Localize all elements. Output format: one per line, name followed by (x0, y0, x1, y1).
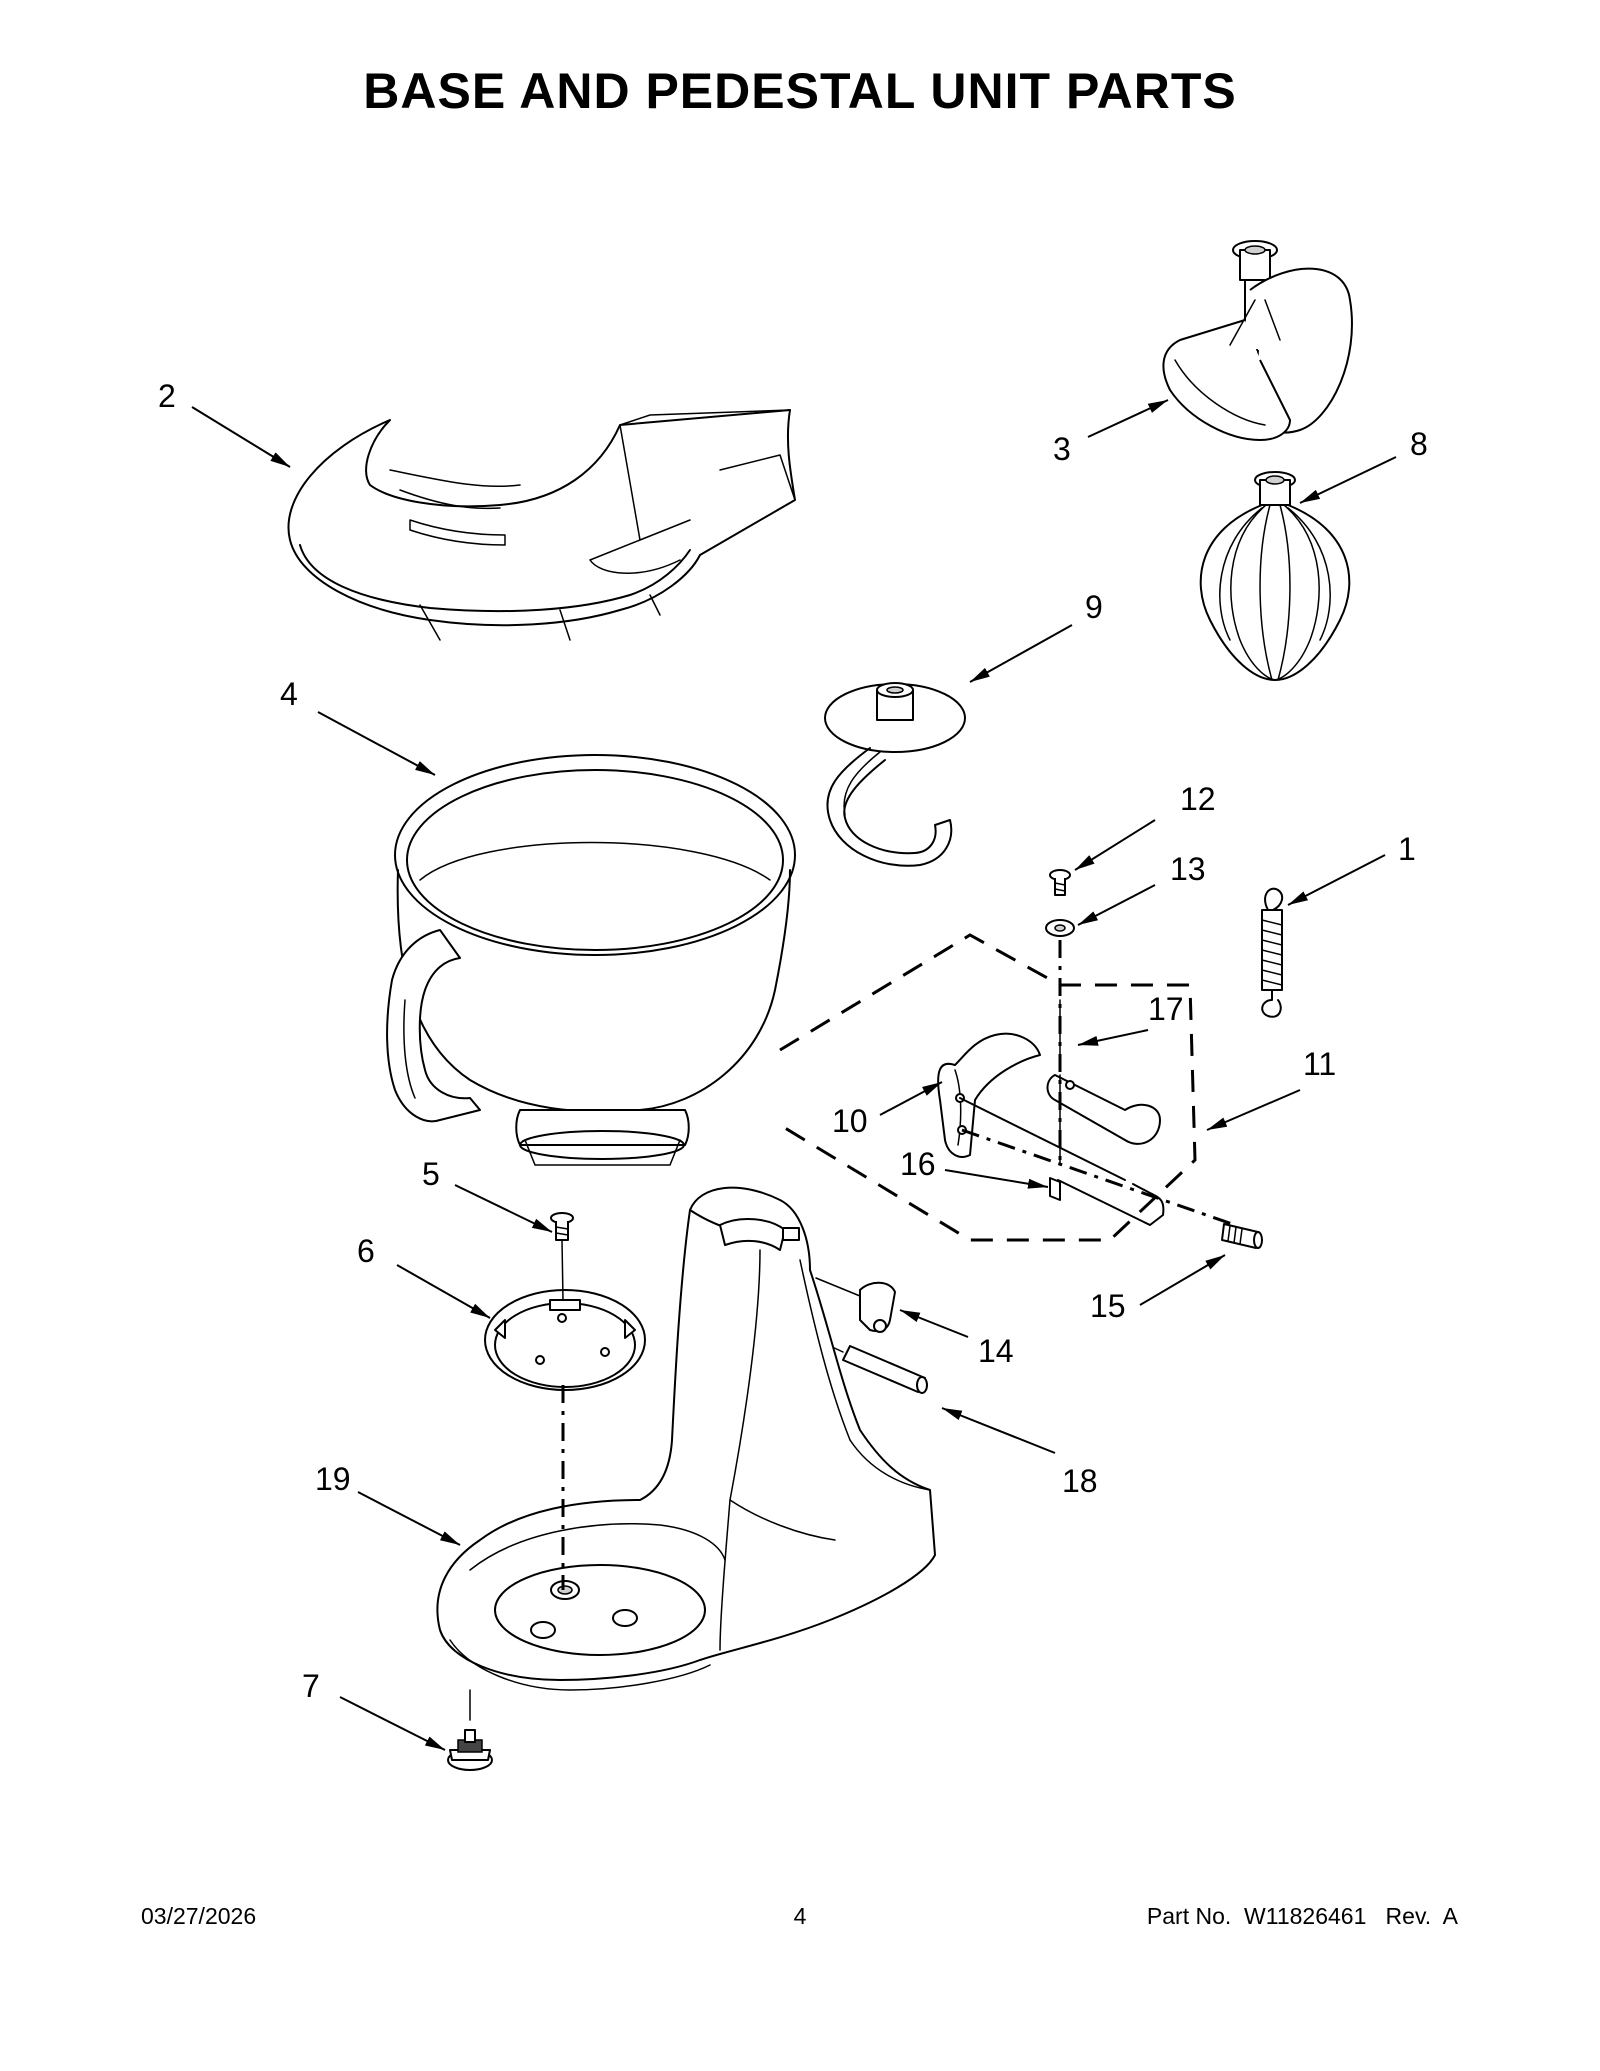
part-spring (1261, 887, 1284, 1018)
page-title: BASE AND PEDESTAL UNIT PARTS (363, 63, 1237, 119)
part-latch-plate (815, 1277, 896, 1333)
callout-8: 8 (1410, 426, 1428, 462)
callout-7: 7 (302, 1668, 320, 1704)
part-flat-beater (1162, 240, 1353, 441)
part-wire-whip (1199, 471, 1351, 681)
callout-1: 1 (1398, 831, 1416, 867)
part-pedestal-base (436, 1186, 936, 1691)
footer-part-number: Part No. W11826461 Rev. A (1146, 1903, 1458, 1929)
callout-2: 2 (158, 378, 176, 414)
callout-16: 16 (900, 1146, 936, 1182)
callout-5: 5 (422, 1156, 440, 1192)
callout-15: 15 (1090, 1288, 1126, 1324)
part-pouring-shield (287, 409, 796, 641)
callout-12: 12 (1180, 781, 1216, 817)
part-screw-and-washer (1045, 869, 1075, 937)
part-mixing-bowl (386, 754, 796, 1166)
callout-6: 6 (357, 1233, 375, 1269)
callout-14: 14 (978, 1333, 1014, 1369)
callout-10: 10 (832, 1103, 868, 1139)
part-bowl-clamp-assembly (779, 933, 1236, 1242)
callout-11: 11 (1303, 1046, 1336, 1082)
leader-arrows (191, 399, 1397, 1751)
callout-13: 13 (1170, 851, 1206, 887)
footer-date: 03/27/2026 (141, 1903, 257, 1929)
part-dough-hook (824, 682, 966, 867)
callout-17: 17 (1148, 991, 1184, 1027)
callout-19: 19 (315, 1461, 351, 1497)
callout-4: 4 (280, 676, 298, 712)
callout-9: 9 (1085, 589, 1103, 625)
part-screw (550, 1212, 574, 1241)
callout-3: 3 (1053, 431, 1071, 467)
callout-labels: 1 2 3 4 5 6 7 8 9 10 11 12 13 14 15 16 1… (158, 378, 1428, 1704)
assembly-center-lines (469, 940, 1062, 1721)
part-pin (1221, 1223, 1263, 1249)
part-foot (447, 1729, 493, 1771)
footer-page-number: 4 (793, 1903, 807, 1929)
callout-18: 18 (1062, 1463, 1098, 1499)
part-clamping-plate (484, 1289, 646, 1391)
